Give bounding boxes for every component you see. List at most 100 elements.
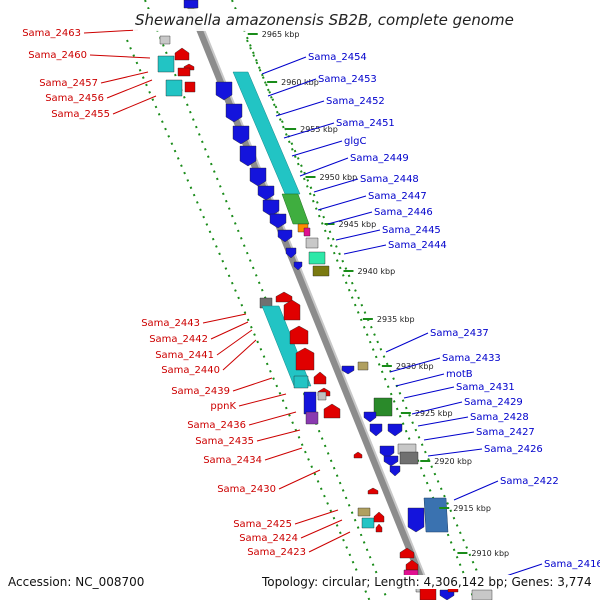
gene-labels: Sama_2463Sama_2460Sama_2457Sama_2456Sama…	[22, 28, 600, 570]
label-leader-lines	[83, 29, 543, 579]
right-gene-label: Sama_2446	[374, 207, 433, 218]
gene-feature	[375, 523, 383, 533]
right-leader-line	[385, 332, 429, 353]
gene-feature	[295, 347, 315, 371]
gene-feature	[289, 325, 309, 345]
kbp-tick-label: 2925 kbp	[415, 409, 453, 418]
gene-feature	[317, 391, 327, 401]
right-gene-label: Sama_2444	[388, 240, 447, 251]
right-gene-label: Sama_2426	[484, 444, 543, 455]
backbone-edge	[191, 0, 436, 600]
right-leader-line	[343, 244, 387, 255]
left-gene-label: Sama_2436	[187, 420, 246, 431]
accession-text: Accession: NC_008700	[8, 575, 145, 589]
right-gene-label: Sama_2431	[456, 382, 515, 393]
right-leader-line	[275, 100, 325, 117]
left-leader-line	[222, 339, 257, 371]
right-leader-line	[317, 195, 367, 211]
gene-feature	[387, 423, 403, 437]
kbp-tick-label: 2940 kbp	[357, 267, 395, 276]
gene-feature	[157, 55, 175, 73]
gene-feature	[303, 227, 311, 237]
gene-feature	[373, 397, 393, 417]
gene-feature	[367, 487, 379, 495]
gene-feature	[225, 103, 243, 123]
kbp-tick-label: 2945 kbp	[338, 220, 376, 229]
right-leader-line	[291, 140, 343, 157]
right-leader-line	[389, 357, 441, 373]
left-leader-line	[89, 54, 151, 59]
left-gene-label: ppnK	[210, 401, 236, 412]
gene-feature	[293, 261, 303, 271]
left-gene-label: Sama_2455	[51, 109, 110, 120]
kbp-tick-label: 2910 kbp	[471, 549, 509, 558]
right-gene-label: motB	[446, 369, 473, 380]
right-leader-line	[423, 431, 475, 441]
kbp-tick-label: 2955 kbp	[300, 125, 338, 134]
right-leader-line	[403, 386, 455, 399]
right-gene-label: Sama_2449	[350, 153, 409, 164]
left-gene-label: Sama_2423	[247, 547, 306, 558]
gene-feature	[357, 507, 371, 517]
gene-feature	[283, 299, 301, 321]
right-gene-label: Sama_2448	[360, 174, 419, 185]
right-leader-line	[299, 157, 349, 177]
left-leader-line	[100, 71, 149, 84]
left-gene-label: Sama_2425	[233, 519, 292, 530]
gene-feature	[262, 199, 280, 217]
gene-feature	[159, 35, 171, 45]
left-leader-line	[232, 377, 273, 392]
gene-feature	[183, 0, 199, 9]
gene-feature	[399, 451, 419, 465]
left-leader-line	[264, 447, 303, 461]
gene-feature	[373, 511, 385, 523]
left-leader-line	[278, 469, 321, 490]
right-gene-label: Sama_2429	[464, 397, 523, 408]
left-gene-label: Sama_2439	[171, 386, 230, 397]
gene-feature	[353, 451, 363, 459]
right-leader-line	[261, 56, 307, 75]
right-gene-label: Sama_2447	[368, 191, 427, 202]
right-leader-line	[411, 401, 463, 415]
gene-feature	[471, 589, 493, 600]
left-gene-label: Sama_2430	[217, 484, 276, 495]
kbp-tick-label: 2920 kbp	[434, 457, 472, 466]
right-gene-label: Sama_2452	[326, 96, 385, 107]
gene-feature	[308, 251, 326, 265]
gene-feature	[277, 229, 293, 243]
gene-feature	[232, 125, 250, 145]
left-gene-label: Sama_2463	[22, 28, 81, 39]
left-gene-label: Sama_2440	[161, 365, 220, 376]
right-leader-line	[453, 480, 499, 501]
right-leader-line	[417, 416, 469, 427]
gene-feature	[249, 167, 267, 187]
gene-feature	[357, 361, 369, 371]
right-leader-line	[427, 448, 483, 457]
right-gene-label: Sama_2437	[430, 328, 489, 339]
kbp-tick-label: 2930 kbp	[396, 362, 434, 371]
gene-feature	[341, 365, 355, 375]
gene-feature	[177, 67, 191, 77]
gene-feature	[174, 47, 190, 61]
right-gene-label: Sama_2451	[336, 118, 395, 129]
gene-feature	[407, 507, 425, 533]
gene-feature	[423, 497, 449, 533]
gene-feature	[389, 465, 401, 477]
gene-feature	[303, 391, 317, 415]
gene-features	[157, 0, 493, 600]
gene-feature	[232, 71, 301, 195]
left-gene-label: Sama_2457	[39, 78, 98, 89]
right-leader-line	[283, 122, 335, 139]
gene-feature	[257, 185, 275, 201]
gene-feature	[285, 247, 297, 259]
right-leader-line	[313, 178, 359, 193]
right-leader-line	[395, 373, 445, 387]
left-gene-label: Sama_2435	[195, 436, 254, 447]
gene-feature	[305, 411, 319, 425]
kbp-tick-label: 2965 kbp	[262, 30, 300, 39]
right-gene-label: Sama_2427	[476, 427, 535, 438]
genome-summary-text: Topology: circular; Length: 4,306,142 bp…	[262, 575, 592, 589]
left-leader-line	[294, 509, 339, 525]
right-leader-line	[335, 229, 381, 241]
